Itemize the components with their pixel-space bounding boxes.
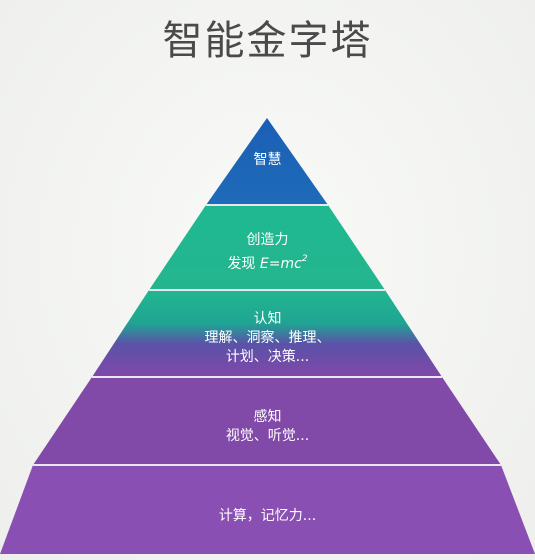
pyramid-level-computation bbox=[0, 465, 535, 554]
pyramid-level-cognition bbox=[92, 290, 442, 377]
pyramid-level-perception bbox=[33, 377, 501, 465]
formula-equation: E=mc bbox=[259, 256, 302, 272]
label-perception: 感知 视觉、听觉... bbox=[0, 408, 535, 446]
label-line: 计算，记忆力... bbox=[218, 508, 317, 524]
label-line: 计划、决策... bbox=[225, 349, 310, 365]
pyramid-level-creativity bbox=[149, 205, 385, 290]
label-creativity: 创造力 发现 E=mc2 bbox=[0, 231, 535, 274]
label-line: 认知 bbox=[253, 311, 282, 327]
label-line: 视觉、听觉... bbox=[225, 428, 310, 444]
label-line: 感知 bbox=[253, 409, 282, 425]
formula-prefix: 发现 bbox=[227, 256, 260, 272]
label-formula-line: 发现 E=mc2 bbox=[0, 250, 535, 274]
label-line: 创造力 bbox=[246, 232, 289, 248]
label-line: 理解、洞察、推理、 bbox=[204, 330, 331, 346]
page-title: 智能金字塔 bbox=[162, 18, 373, 64]
pyramid-level-wisdom bbox=[206, 118, 328, 205]
label-line: 智慧 bbox=[253, 152, 282, 168]
label-wisdom: 智慧 bbox=[0, 151, 535, 170]
formula-superscript: 2 bbox=[301, 254, 308, 264]
label-computation: 计算，记忆力... bbox=[0, 507, 535, 526]
label-cognition: 认知 理解、洞察、推理、 计划、决策... bbox=[0, 310, 535, 367]
